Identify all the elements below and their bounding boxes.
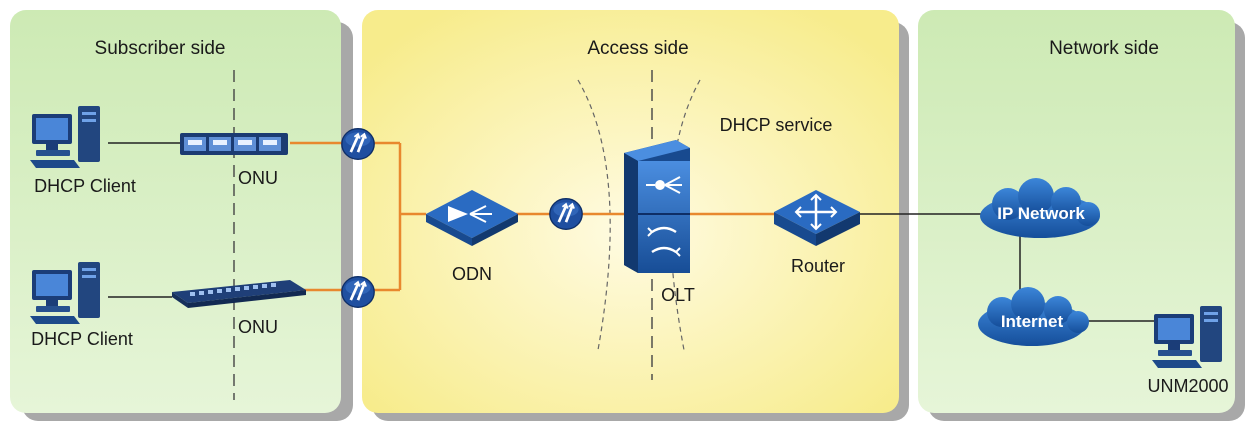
onu-bottom-label: ONU: [238, 317, 278, 337]
odn-device-icon: [426, 190, 518, 246]
dhcp-boundary-left: [577, 79, 611, 351]
router-device-icon: [774, 190, 860, 246]
network-zone-title: Network side: [1049, 38, 1159, 59]
olt-label: OLT: [661, 285, 695, 305]
access-zone-title: Access side: [587, 38, 688, 59]
onu-top-device-icon: [180, 133, 288, 155]
odn-label: ODN: [452, 264, 492, 284]
splitter-middle-icon: [548, 197, 584, 231]
internet-cloud-icon: [978, 287, 1089, 346]
subscriber-zone-title: Subscriber side: [95, 38, 226, 59]
splitter-top-icon: [340, 127, 376, 161]
unm2000-label: UNM2000: [1147, 376, 1228, 396]
subscriber-zone: [10, 10, 341, 413]
olt-device-icon: [624, 140, 690, 273]
dhcp-client-top-label: DHCP Client: [34, 176, 136, 196]
onu-bottom-device-icon: [172, 280, 306, 308]
router-label: Router: [791, 256, 845, 276]
internet-label: Internet: [1001, 312, 1064, 331]
onu-top-label: ONU: [238, 168, 278, 188]
ip-network-label: IP Network: [997, 204, 1085, 223]
ip-network-cloud-icon: [980, 178, 1100, 238]
dhcp-service-label: DHCP service: [720, 115, 833, 135]
splitter-bottom-icon: [340, 275, 376, 309]
dhcp-client-bottom-label: DHCP Client: [31, 329, 133, 349]
